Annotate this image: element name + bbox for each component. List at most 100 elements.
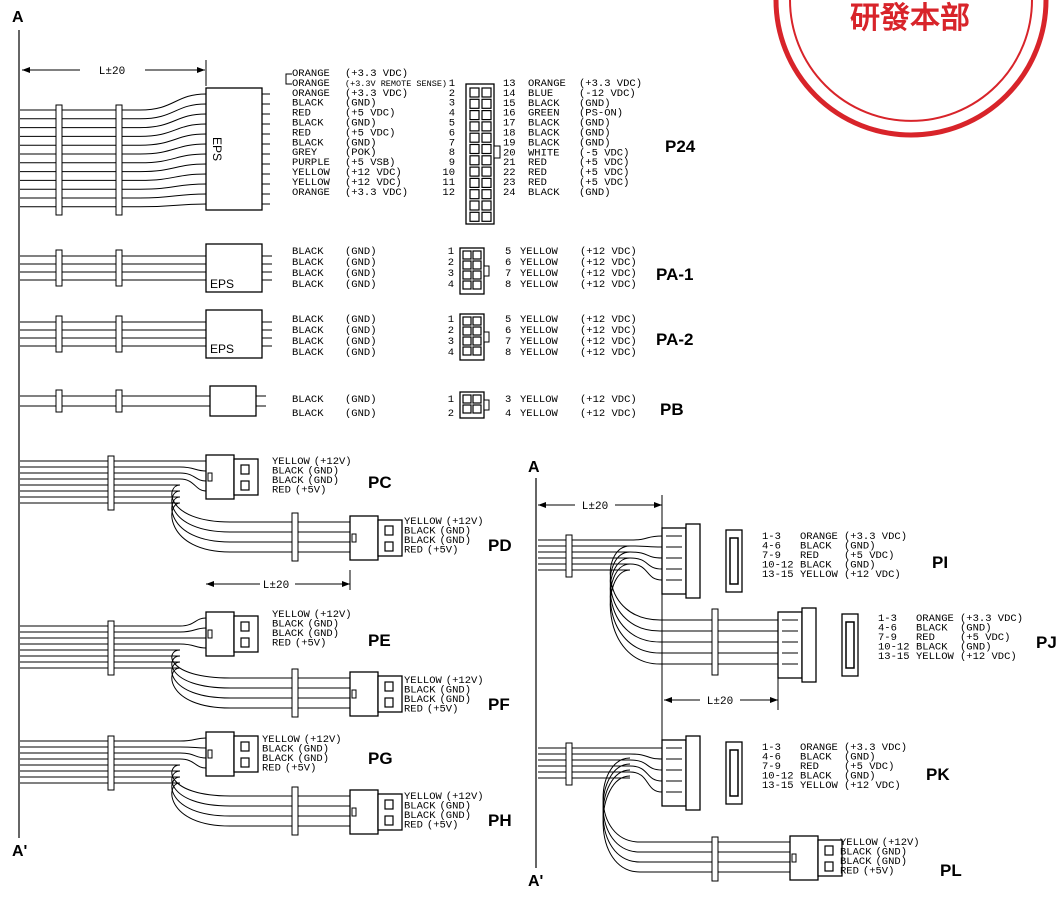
wire-signal: (GND): [960, 642, 992, 654]
wire: [20, 123, 207, 137]
wire-signal: (GND): [440, 801, 472, 813]
pk-name: PK: [926, 765, 950, 784]
wire-signal: (GND): [440, 535, 472, 547]
wire-signal: (GND): [345, 408, 377, 420]
pe-pin-list: YELLOW(+12V)BLACK(GND)BLACK(GND)RED(+5V): [272, 609, 352, 650]
wire: [609, 569, 778, 665]
cable-tie: [55, 389, 63, 413]
p24-cable: EPS: [20, 87, 270, 216]
wire: [20, 133, 207, 146]
pin-range: 13-15: [762, 780, 794, 792]
pin-number: 2: [448, 325, 454, 337]
wire-signal: (GND): [960, 623, 992, 635]
wire-color: YELLOW: [272, 609, 311, 621]
wire: [171, 776, 350, 817]
wire-color: ORANGE: [800, 742, 838, 754]
cable-tie: [115, 389, 123, 413]
pin: [469, 166, 480, 177]
cable-tie: [291, 512, 299, 562]
wire: [179, 466, 207, 472]
pk-housing: [661, 735, 743, 811]
axis-label-a-right: A: [528, 459, 540, 476]
p24-pin-number: 20: [503, 147, 516, 159]
cable-tie: [291, 786, 299, 836]
pin: [469, 121, 480, 132]
pin-number: 1: [448, 314, 454, 326]
cable-tie: [565, 534, 573, 578]
wire-signal: (GND): [844, 541, 876, 553]
wire-signal: (+12 VDC): [844, 569, 901, 581]
pj-housing: [777, 607, 859, 683]
p24-wire-color: ORANGE: [292, 88, 330, 100]
wire-signal: (+5V): [285, 763, 317, 775]
pin-number: 2: [448, 257, 454, 269]
p24-wire-signal: (GND): [579, 128, 611, 140]
wire-color: BLACK: [292, 246, 324, 258]
cable-tie: [711, 836, 719, 882]
pa1-pin-list: BLACK(GND)1BLACK(GND)2BLACK(GND)3BLACK(G…: [292, 246, 637, 291]
pin: [481, 87, 492, 98]
pin-number: 8: [505, 347, 511, 359]
pe-name: PE: [368, 631, 391, 650]
p24-wire-color: RED: [528, 177, 547, 189]
dimension-2: L±20: [206, 570, 351, 592]
wire: [179, 617, 207, 627]
wire-color: BLACK: [292, 408, 324, 420]
p24-wire-signal: (POK): [345, 147, 377, 159]
wire-signal: (+12V): [446, 791, 484, 803]
pin: [469, 200, 480, 211]
pin-number: 4: [448, 347, 454, 359]
p24-pin-number: 4: [449, 108, 455, 120]
pin: [472, 326, 482, 336]
p24-wire-color: BLACK: [528, 137, 560, 149]
pf-housing: [349, 671, 403, 717]
pa1-cable: [20, 243, 490, 295]
wire-signal: (GND): [345, 394, 377, 406]
wire-color: ORANGE: [800, 531, 838, 543]
p24-wire-color: YELLOW: [292, 177, 331, 189]
wire-color: BLACK: [292, 347, 324, 359]
wire-signal: (+12 VDC): [960, 651, 1017, 663]
wire: [629, 771, 663, 793]
pi-housing: [661, 523, 743, 599]
p24-wire-signal: (+3.3 VDC): [345, 88, 408, 100]
p24-wire-color: WHITE: [528, 147, 560, 159]
pin-range: 10-12: [878, 642, 910, 654]
pi-name: PI: [932, 553, 948, 572]
p24-wire-signal: (-5 VDC): [579, 147, 629, 159]
pin: [469, 143, 480, 155]
wire-signal: (GND): [844, 560, 876, 572]
wire-signal: (+5 VDC): [844, 550, 894, 562]
pin: [481, 211, 492, 222]
pc-housing: [205, 454, 259, 500]
p24-pin-number: 23: [503, 177, 516, 189]
p24-wire-color: GREEN: [528, 108, 560, 120]
wire: [179, 758, 207, 769]
peripheral-cables: YELLOW(+12V)BLACK(GND)BLACK(GND)RED(+5V)…: [20, 454, 962, 881]
pg-name: PG: [368, 749, 393, 768]
wire-signal: (GND): [345, 314, 377, 326]
pl-pin-list: YELLOW(+12V)BLACK(GND)BLACK(GND)RED(+5V): [840, 837, 920, 878]
pin: [462, 346, 472, 356]
p24-name: P24: [665, 137, 696, 156]
wire-signal: (GND): [308, 628, 340, 640]
wire-signal: (GND): [345, 268, 377, 280]
cable-tie: [107, 455, 115, 511]
pin: [462, 394, 472, 404]
wire-signal: (GND): [298, 744, 330, 756]
axis-label-a-prime-right: A': [528, 873, 543, 890]
wire-color: BLACK: [272, 619, 304, 631]
stamp-text: 研發本部: [850, 1, 970, 36]
wire: [20, 173, 207, 181]
wire-signal: (GND): [440, 526, 472, 538]
wire-signal: (+5V): [427, 704, 459, 716]
wire-signal: (GND): [298, 753, 330, 765]
wire-color: BLACK: [404, 535, 436, 547]
wire: [171, 655, 350, 689]
cable-tie: [115, 315, 123, 353]
wire-signal: (+12V): [304, 734, 342, 746]
p24-wire-signal: (+5 VSB): [345, 157, 395, 169]
wire-signal: (+3.3 VDC): [844, 531, 907, 543]
wire: [179, 478, 207, 492]
